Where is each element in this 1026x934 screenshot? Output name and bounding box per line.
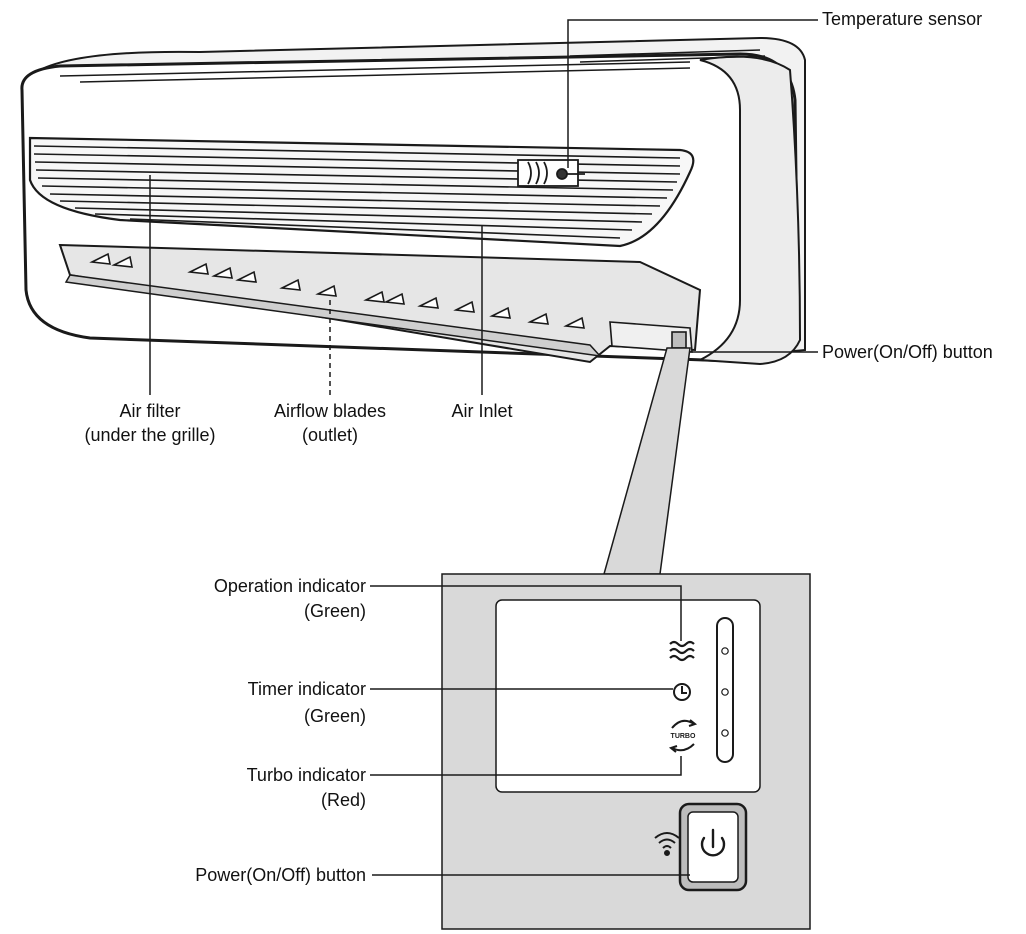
turbo-icon: TURBO: [668, 719, 698, 753]
leader-operation-indicator: [370, 585, 682, 641]
remote-receiver-icon: [654, 832, 680, 856]
timer-clock-icon: [673, 683, 691, 701]
timer-indicator-label-line1: Timer indicator: [247, 679, 366, 699]
turbo-indicator-label-line2: (Red): [320, 790, 366, 810]
operation-led: [721, 647, 729, 655]
operation-indicator-label-line2: (Green): [303, 601, 366, 621]
power-icon: [700, 828, 726, 857]
indoor-unit: [20, 36, 806, 366]
leader-temperature-sensor: [567, 19, 818, 168]
zoom-callout: TURBO: [441, 347, 811, 930]
airflow-blades-label-line1: Airflow blades: [273, 401, 387, 421]
temperature-sensor: [517, 159, 585, 187]
timer-indicator-label-line2: (Green): [303, 706, 366, 726]
leader-turbo-indicator: [370, 756, 682, 776]
turbo-badge: TURBO: [671, 733, 696, 740]
operation-wave-icon: [669, 640, 695, 662]
air-filter-label-line2: (under the grille): [84, 425, 216, 445]
turbo-led: [721, 729, 729, 737]
unit-side-cap: [696, 55, 802, 366]
leader-lines-panel: [370, 585, 690, 876]
outlet-lower-lip: [64, 274, 602, 358]
top-vent-slots: [59, 49, 766, 83]
airflow-blades: [89, 252, 585, 329]
turbo-indicator-label-line1: Turbo indicator: [246, 765, 366, 785]
airflow-blades-label-line2: (outlet): [301, 425, 359, 445]
power-button-top-label: Power(On/Off) button: [822, 342, 993, 362]
timer-led: [721, 688, 729, 696]
air-filter-label-line1: Air filter: [119, 401, 181, 421]
air-inlet-label: Air Inlet: [451, 401, 513, 421]
power-button-panel-label: Power(On/Off) button: [195, 865, 366, 885]
operation-indicator-label-line1: Operation indicator: [213, 576, 366, 596]
temperature-sensor-label: Temperature sensor: [822, 9, 983, 29]
leader-lines-top: [149, 19, 818, 395]
